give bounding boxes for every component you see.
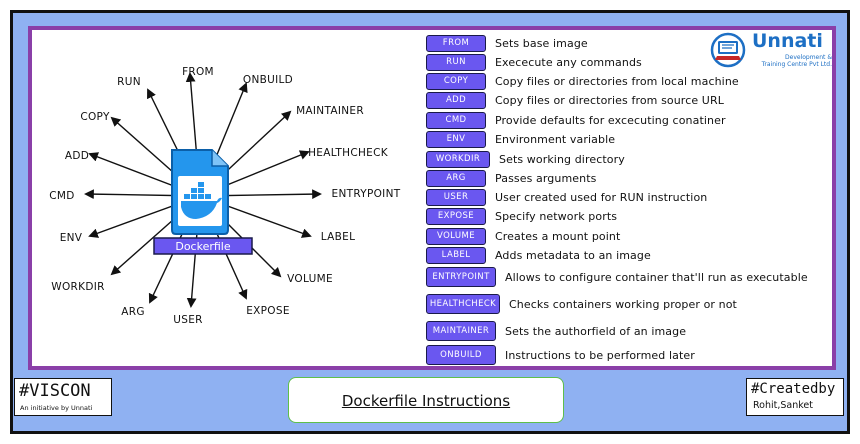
unnati-logo: Unnati Development & Training Centre Pvt… [708,30,832,74]
dockerfile-icon [171,149,229,235]
spoke-label: WORKDIR [51,281,104,293]
instruction-description: Exececute any commands [495,55,642,69]
spoke-labels: FROM ONBUILD MAINTAINER HEALTHCHECK ENTRYPOI… [49,66,400,326]
instruction-description: Allows to configure container that'll ru… [505,270,808,284]
instruction-row: WORKDIR Sets working directory [426,150,625,168]
spoke-label: ADD [65,150,89,162]
instruction-row: ONBUILD Instructions to be performed late… [426,344,695,366]
instruction-description: Environment variable [495,132,616,146]
instruction-row: HEALTHCHECK Checks containers working pro… [426,293,737,315]
instruction-row: CMD Provide defaults for excecuting conat… [426,111,726,129]
instruction-row: MAINTAINER Sets the authorfield of an ima… [426,320,686,342]
instruction-name-badge: HEALTHCHECK [426,294,500,314]
spoke-label: ARG [121,306,145,318]
spoke-label: FROM [182,66,214,78]
instruction-name-badge: USER [426,188,486,206]
instruction-name-badge: RUN [426,53,486,71]
spoke-label: MAINTAINER [296,105,364,117]
instruction-name-badge: ADD [426,91,486,109]
instruction-row: FROM Sets base image [426,34,588,52]
credit-names: Rohit,Sanket [753,400,813,411]
spoke-label: EXPOSE [246,305,290,317]
instruction-row: USER User created used for RUN instructio… [426,188,707,206]
dockerfile-label: Dockerfile [175,240,231,253]
logo-emblem-icon [710,32,746,68]
instruction-name-badge: FROM [426,34,486,52]
instruction-row: ENV Environment variable [426,130,615,148]
spoke-label: VOLUME [287,273,333,285]
credit-badge: #Createdby Rohit,Sanket [746,378,844,416]
spoke-label: ENTRYPOINT [332,188,401,200]
instruction-row: RUN Exececute any commands [426,53,642,71]
instruction-name-badge: MAINTAINER [426,321,496,341]
viscon-title: #VISCON [19,381,91,401]
instruction-name-badge: ENTRYPOINT [426,267,496,287]
instruction-name-badge: ARG [426,169,486,187]
instruction-name-badge: EXPOSE [426,207,486,225]
instruction-name-badge: ENV [426,130,486,148]
page-title-box: Dockerfile Instructions [288,377,564,423]
instruction-name-badge: VOLUME [426,227,486,245]
instruction-row: EXPOSE Specify network ports [426,207,617,225]
logo-subtitle-line2: Training Centre Pvt Ltd. [761,61,832,68]
instruction-description: Provide defaults for excecuting conatine… [495,113,726,127]
spoke-label: CMD [49,190,74,202]
instruction-description: Creates a mount point [495,229,621,243]
instruction-description: Adds metadata to an image [495,248,651,262]
instruction-description: Passes arguments [495,171,597,185]
spoke-label: ENV [60,232,83,244]
instruction-name-badge: ONBUILD [426,345,496,365]
dockerfile-diagram: FROM ONBUILD MAINTAINER HEALTHCHECK ENTRYPOI… [49,66,400,326]
instruction-row: COPY Copy files or directories from local… [426,72,739,90]
viscon-subtitle: An initiative by Unnati [20,404,93,412]
dockerfile-label-box [153,237,253,255]
instruction-description: Sets working directory [499,152,625,166]
spoke-label: HEALTHCHECK [308,147,389,159]
instruction-description: Sets the authorfield of an image [505,324,687,338]
spoke-label: RUN [117,76,141,88]
viscon-badge: #VISCON An initiative by Unnati [14,378,112,416]
spoke-label: ONBUILD [243,74,293,86]
spoke-label: COPY [80,111,110,123]
instruction-name-badge: WORKDIR [426,150,490,168]
instruction-row: VOLUME Creates a mount point [426,227,620,245]
credit-title: #Createdby [751,381,836,397]
instruction-row: ADD Copy files or directories from source… [426,91,724,109]
instruction-description: Specify network ports [495,209,618,223]
logo-subtitle-line1: Development & [785,54,832,61]
instruction-description: Sets base image [495,36,588,50]
instruction-description: Checks containers working proper or not [509,297,737,311]
instruction-name-badge: COPY [426,72,486,90]
instruction-description: User created used for RUN instruction [495,190,708,204]
page-title: Dockerfile Instructions [341,392,511,410]
instruction-row: LABEL Adds metadata to an image [426,246,651,264]
instruction-description: Instructions to be performed later [505,348,695,362]
logo-subtitle: Development & Training Centre Pvt Ltd. [746,54,832,68]
spoke-label: LABEL [321,231,355,243]
logo-title: Unnati [752,30,823,52]
instruction-row: ARG Passes arguments [426,169,596,187]
instruction-row: ENTRYPOINT Allows to configure container … [426,266,808,288]
instruction-description: Copy files or directories from local mac… [495,74,739,88]
instruction-name-badge: CMD [426,111,486,129]
instruction-description: Copy files or directories from source UR… [495,93,724,107]
spoke-label: USER [173,314,202,326]
instruction-name-badge: LABEL [426,246,486,264]
